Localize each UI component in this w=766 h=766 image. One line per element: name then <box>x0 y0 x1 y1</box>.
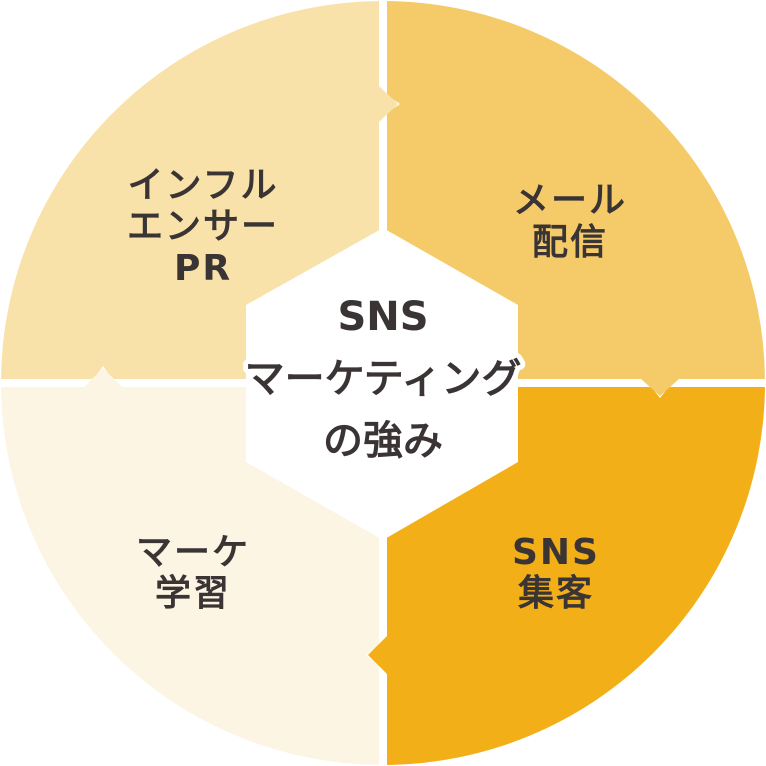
label-email: メール 配信 <box>513 180 627 263</box>
notch-fill <box>84 368 122 387</box>
label-line: エンサー <box>127 206 279 247</box>
label-line: 集客 <box>517 573 594 614</box>
notch-fill <box>368 636 387 674</box>
label-line: インフル <box>128 165 279 206</box>
label-line: 配信 <box>532 222 608 263</box>
notch-fill <box>641 379 679 396</box>
label-line: マーケ <box>136 532 250 573</box>
label-line: 学習 <box>155 572 231 614</box>
center-label: SNS マーケティング の強み <box>240 289 527 469</box>
center-line-2: マーケティング <box>245 356 522 402</box>
label-sns-acquisition: SNS 集客 <box>512 532 600 614</box>
center-hexagon <box>246 228 518 540</box>
label-marketing-learning: マーケ 学習 <box>136 532 250 614</box>
notch-fill <box>379 86 398 122</box>
center-line-3: の強み <box>323 418 443 464</box>
label-line: SNS <box>512 532 600 573</box>
center-line-1: SNS <box>337 294 428 340</box>
label-line: メール <box>513 180 627 221</box>
label-line: PR <box>174 248 232 289</box>
label-influencer-pr: インフル エンサー PR <box>127 165 279 289</box>
